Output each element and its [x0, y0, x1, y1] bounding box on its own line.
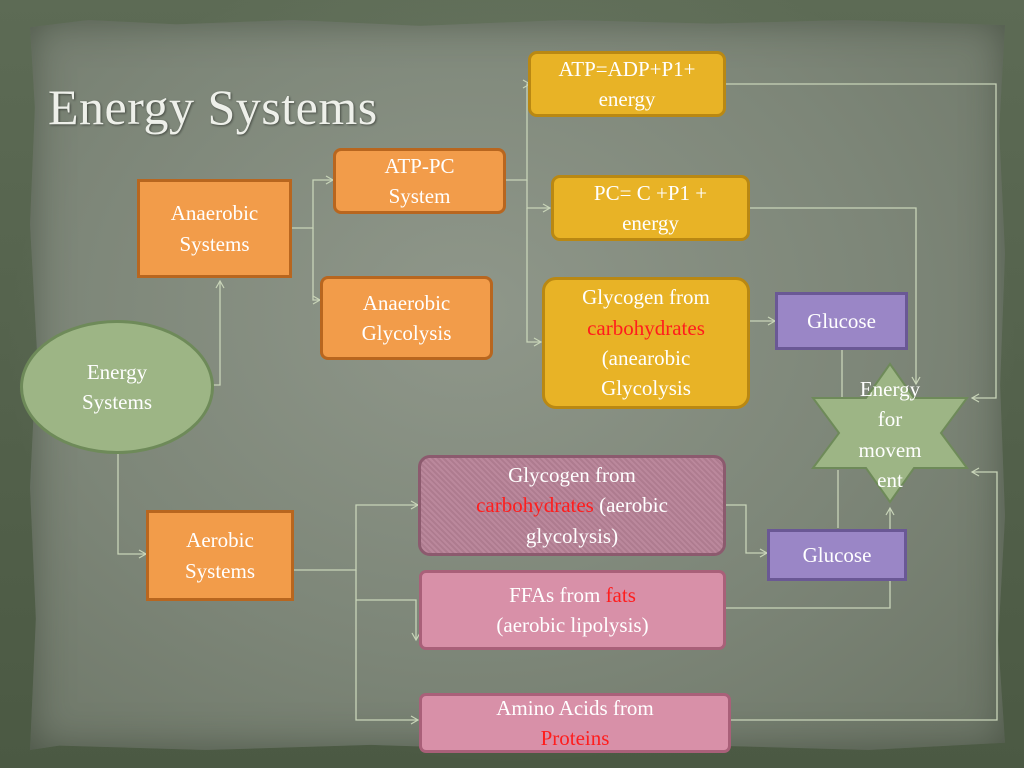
- atp-pc-line1: ATP-PC: [384, 153, 455, 178]
- ffas-line2: (aerobic lipolysis): [496, 613, 649, 637]
- anaerobic-glycolysis-node: Anaerobic Glycolysis: [320, 276, 493, 360]
- energy-systems-node: Energy Systems: [20, 320, 214, 454]
- connector-aerobic-branch: [293, 500, 420, 571]
- energy-for-movement-line3: movem: [858, 437, 922, 462]
- connector-pc-to-star: [750, 207, 921, 386]
- amino-acids-line1: Amino Acids from: [496, 695, 654, 720]
- ffas-line1: FFAs from fats: [509, 580, 636, 610]
- glycogen-anaerobic-line4: Glycolysis: [601, 376, 691, 401]
- anaerobic-glycolysis-line2: Glycolysis: [361, 321, 452, 345]
- glycogen-aerobic-line2: carbohydrates (aerobic: [476, 490, 668, 520]
- connector-amino-to-star: [730, 467, 998, 721]
- glucose-bottom-label: Glucose: [802, 542, 872, 567]
- energy-systems-line2: Systems: [81, 390, 152, 414]
- glycogen-aerobic-line1: Glycogen from: [508, 462, 636, 487]
- pc-equation-line1: PC= C +P1 +: [593, 180, 708, 205]
- aerobic-systems-line1: Aerobic: [186, 528, 254, 553]
- connector-atppc-branch: [505, 79, 532, 181]
- glycogen-anaerobic-node: Glycogen from carbohydrates (anearobic G…: [542, 277, 750, 409]
- glycogen-anaerobic-highlight: carbohydrates: [587, 315, 705, 340]
- aerobic-systems-line2: Systems: [184, 558, 255, 583]
- atp-equation-line2: energy: [598, 87, 656, 111]
- aerobic-systems-node: Aerobic Systems: [146, 510, 294, 601]
- energy-for-movement-node: Energy for movem ent: [805, 358, 975, 508]
- anaerobic-systems-line2: Systems: [179, 231, 250, 256]
- star-shape: [811, 362, 969, 504]
- amino-acids-node: Amino Acids from Proteins: [419, 693, 731, 753]
- glycogen-anaerobic-line3: (anearobic: [601, 346, 691, 370]
- glycogen-aerobic-highlight: carbohydrates: [476, 493, 594, 518]
- glucose-top-label: Glucose: [807, 308, 876, 333]
- atp-pc-system-node: ATP-PC System: [333, 148, 506, 214]
- energy-for-movement-line1: Energy: [859, 377, 921, 401]
- atp-equation-node: ATP=ADP+P1+ energy: [528, 51, 726, 117]
- connector-energy-to-anaerobic: [212, 279, 225, 386]
- atp-pc-line2: System: [388, 184, 451, 208]
- amino-acids-highlight: Proteins: [540, 726, 610, 750]
- anaerobic-glycolysis-line1: Anaerobic: [362, 290, 451, 315]
- energy-for-movement-text: Energy for movem ent: [805, 374, 975, 496]
- atp-equation-line1: ATP=ADP+P1+: [558, 56, 696, 81]
- glycogen-anaerobic-line1: Glycogen from: [582, 285, 710, 310]
- ffas-highlight: fats: [605, 582, 636, 607]
- glycogen-aerobic-node: Glycogen from carbohydrates (aerobic gly…: [418, 455, 726, 556]
- energy-for-movement-line4: ent: [877, 468, 903, 493]
- connector-anaerobic-branch: [291, 175, 335, 229]
- ffas-line1-start: FFAs from: [509, 582, 606, 607]
- glucose-bottom-node: Glucose: [767, 529, 907, 581]
- pc-equation-node: PC= C +P1 + energy: [551, 175, 750, 241]
- connector-glycogen-aerobic-to-glucose: [726, 504, 769, 558]
- glycogen-aerobic-line2-rest: (aerobic: [593, 493, 668, 518]
- slide-title: Energy Systems: [48, 79, 378, 135]
- anaerobic-systems-line1: Anaerobic: [170, 201, 259, 226]
- energy-systems-line1: Energy: [86, 359, 148, 384]
- connector-atp-to-star: [726, 83, 997, 403]
- connector-energy-to-aerobic: [117, 452, 148, 559]
- glycogen-aerobic-line3: glycolysis): [525, 523, 619, 548]
- ffas-node: FFAs from fats (aerobic lipolysis): [419, 570, 726, 650]
- pc-equation-line2: energy: [622, 211, 679, 235]
- energy-for-movement-line2: for: [877, 407, 903, 432]
- glucose-top-node: Glucose: [775, 292, 908, 350]
- anaerobic-systems-node: Anaerobic Systems: [137, 179, 292, 278]
